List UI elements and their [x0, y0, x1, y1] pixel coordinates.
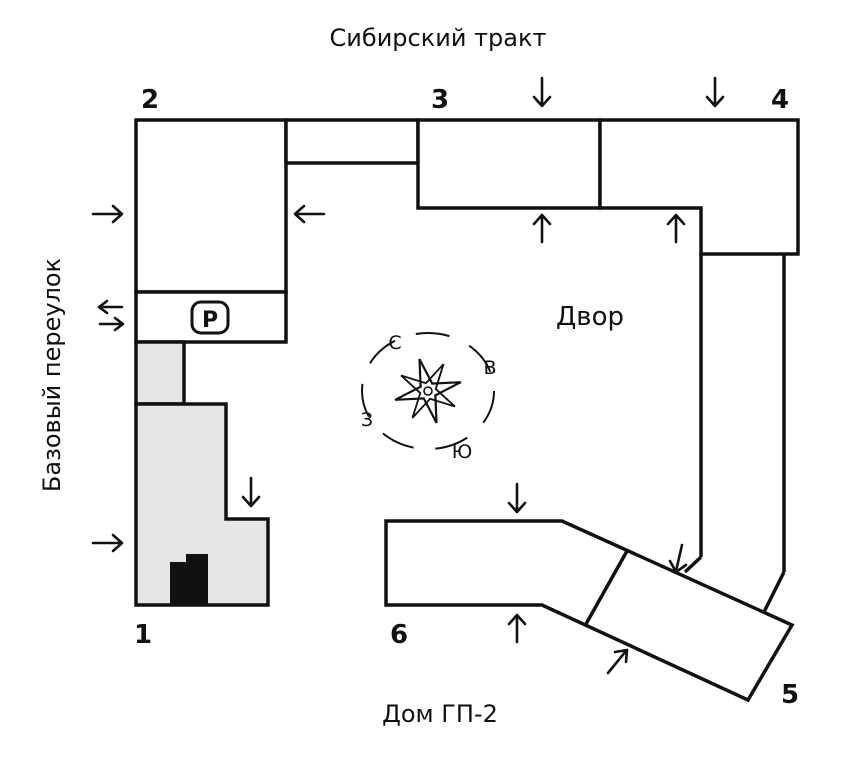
arrow-down-icon — [668, 543, 688, 574]
arrow-right-icon — [91, 204, 124, 224]
corner-label-1: 1 — [134, 620, 152, 650]
compass-center — [423, 386, 433, 396]
entrance-mark-2 — [186, 554, 208, 604]
east-wing-wall-outer-end — [762, 571, 786, 613]
corner-label-6: 6 — [390, 620, 408, 650]
building-section-grey-small — [134, 340, 186, 406]
street-label-top: Сибирский тракт — [330, 24, 547, 52]
building-section-west-upper — [134, 118, 288, 294]
arrow-up-icon — [606, 648, 629, 675]
building-section-top-middle — [416, 118, 602, 210]
arrow-up-icon — [507, 613, 527, 644]
corner-label-3: 3 — [431, 85, 449, 115]
compass-circle — [361, 332, 495, 450]
building-connector-top — [284, 118, 420, 165]
compass-west-label: З — [361, 409, 373, 431]
parking-icon — [190, 300, 230, 335]
arrow-down-icon — [705, 76, 725, 108]
yard-label: Двор — [556, 302, 624, 332]
south-section-divider — [584, 550, 629, 625]
street-label-left: Базовый переулок — [38, 258, 66, 492]
arrow-right-icon — [91, 533, 124, 553]
corner-label-5: 5 — [781, 680, 799, 710]
arrow-down-icon — [507, 482, 527, 514]
compass-east-label: В — [483, 357, 496, 379]
parking-label: P — [202, 308, 218, 333]
corner-label-2: 2 — [141, 85, 159, 115]
compass-rose: С В Ю З — [361, 332, 497, 463]
arrow-up-icon — [532, 213, 552, 244]
compass-star-secondary — [400, 363, 456, 419]
building-section-corner-4 — [598, 118, 800, 256]
street-label-bottom: Дом ГП-2 — [382, 700, 498, 728]
arrow-up-icon — [666, 213, 686, 244]
compass-south-label: Ю — [452, 441, 473, 463]
building-section-south — [384, 519, 795, 703]
east-wing-wall-inner-end — [683, 555, 703, 574]
arrow-left-icon — [293, 204, 326, 224]
arrow-left-icon — [97, 299, 124, 315]
corner-label-4: 4 — [771, 85, 789, 115]
compass-north-label: С — [388, 332, 401, 354]
arrow-right-icon — [98, 316, 125, 332]
arrow-down-icon — [241, 476, 261, 508]
arrow-down-icon — [532, 76, 552, 108]
building-section-grey-large — [134, 402, 270, 607]
